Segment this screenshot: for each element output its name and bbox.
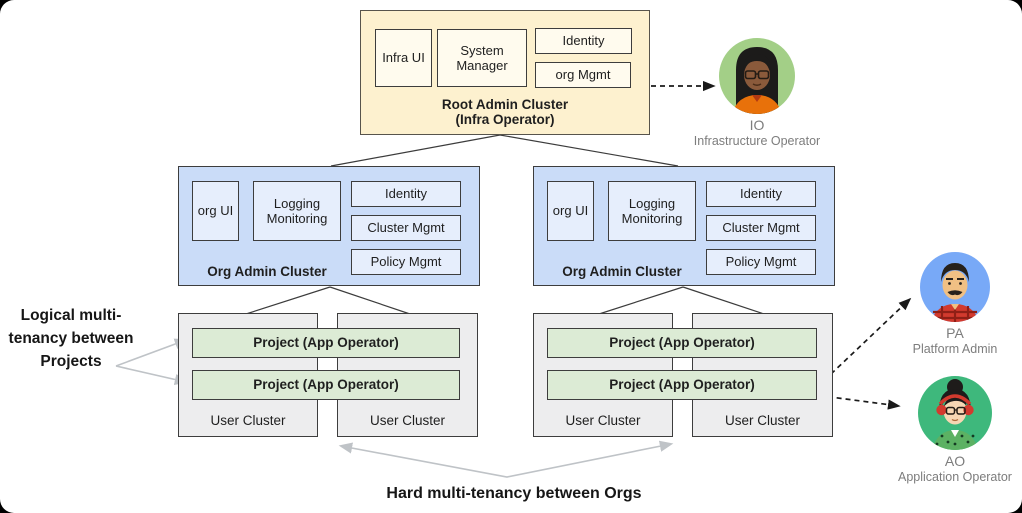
component-identity: Identity [535,28,632,54]
component-label: Identity [385,186,427,202]
component-label: Identity [562,33,605,49]
component-system-manager: System Manager [437,29,527,87]
component-label: org UI [197,203,234,219]
component-org-ui: org UI [192,181,239,241]
project-bar: Project (App Operator) [192,370,460,400]
line-orgL-to-uc2 [329,286,411,315]
io-avatar-icon [719,38,795,114]
org-admin-cluster-left: org UI Logging Monitoring Identity Clust… [178,166,480,286]
line-orgR-to-uc4 [682,286,765,315]
org-cluster-title: Org Admin Cluster [207,264,327,279]
root-admin-cluster: Infra UI System Manager Identity org Mgm… [360,10,650,135]
component-label: Cluster Mgmt [367,220,445,236]
user-cluster-label: User Cluster [565,413,641,428]
component-cluster-mgmt: Cluster Mgmt [351,215,461,241]
component-label: Policy Mgmt [725,254,797,270]
component-label: org UI [552,203,589,219]
project-bar: Project (App Operator) [192,328,460,358]
persona-io: IO Infrastructure Operator [682,38,832,148]
component-cluster-mgmt: Cluster Mgmt [706,215,816,241]
persona-abbr: IO [749,117,765,133]
root-cluster-title: Root Admin Cluster (Infra Operator) [441,97,569,127]
project-label: Project (App Operator) [253,335,399,351]
component-label: System Manager [456,42,508,73]
persona-abbr: AO [944,453,966,469]
component-label: Policy Mgmt [370,254,442,270]
component-identity: Identity [706,181,816,207]
org-admin-cluster-right: org UI Logging Monitoring Identity Clust… [533,166,835,286]
persona-role: Platform Admin [912,342,998,356]
component-logging-monitoring: Logging Monitoring [608,181,696,241]
line-root-to-org-right [499,134,679,167]
persona-ao: AO Application Operator [880,376,1022,484]
component-label: Infra UI [382,50,425,66]
project-label: Project (App Operator) [609,377,755,393]
component-org-ui: org UI [547,181,594,241]
component-label: org Mgmt [555,67,611,83]
line-orgL-to-uc1 [245,286,331,315]
component-label: Identity [740,186,782,202]
logical-multitenancy-label: Logical multi-tenancy between Projects [8,307,134,370]
line-root-to-org-left [330,134,501,167]
org-cluster-title: Org Admin Cluster [562,264,682,279]
component-label: Logging Monitoring [266,195,328,226]
user-cluster-label: User Cluster [724,413,800,428]
project-label: Project (App Operator) [253,377,399,393]
component-label: Cluster Mgmt [722,220,800,236]
persona-abbr: PA [946,325,964,341]
pa-avatar-icon [920,252,990,322]
component-infra-ui: Infra UI [375,29,432,87]
persona-pa: PA Platform Admin [880,252,1022,356]
hard-multitenancy-label: Hard multi-tenancy between Orgs [386,485,642,502]
project-bar: Project (App Operator) [547,370,817,400]
user-cluster-label: User Cluster [210,413,286,428]
ao-avatar-icon [918,376,992,450]
persona-role: Application Operator [898,470,1012,484]
user-cluster-label: User Cluster [369,413,445,428]
arrow-hard-multitenancy [338,440,674,478]
project-bar: Project (App Operator) [547,328,817,358]
component-label: Logging Monitoring [621,195,683,226]
component-logging-monitoring: Logging Monitoring [253,181,341,241]
project-label: Project (App Operator) [609,335,755,351]
component-policy-mgmt: Policy Mgmt [351,249,461,275]
component-org-mgmt: org Mgmt [535,62,631,88]
component-identity: Identity [351,181,461,207]
line-orgR-to-uc3 [598,286,684,315]
component-policy-mgmt: Policy Mgmt [706,249,816,275]
persona-role: Infrastructure Operator [693,134,821,148]
